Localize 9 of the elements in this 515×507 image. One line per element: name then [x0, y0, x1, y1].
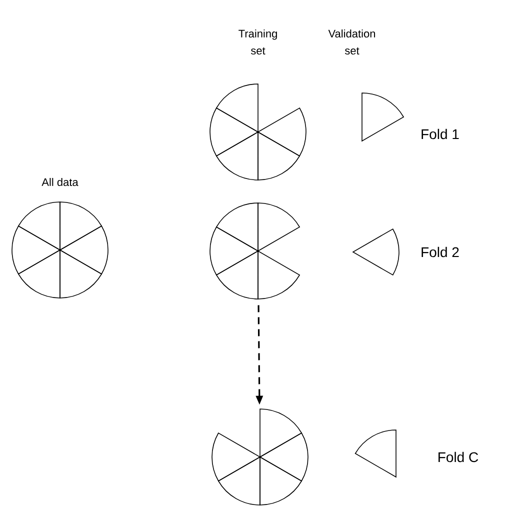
pie-chart: All data [12, 178, 108, 298]
pie-slice [362, 92, 404, 142]
pie-chart [210, 84, 306, 180]
node-label: All data [42, 178, 78, 186]
pie-chart [212, 408, 308, 506]
pie-slice [354, 430, 396, 478]
pie-chart [210, 202, 300, 300]
pie-slice [352, 228, 400, 276]
column-heading: Validation set [328, 29, 376, 55]
